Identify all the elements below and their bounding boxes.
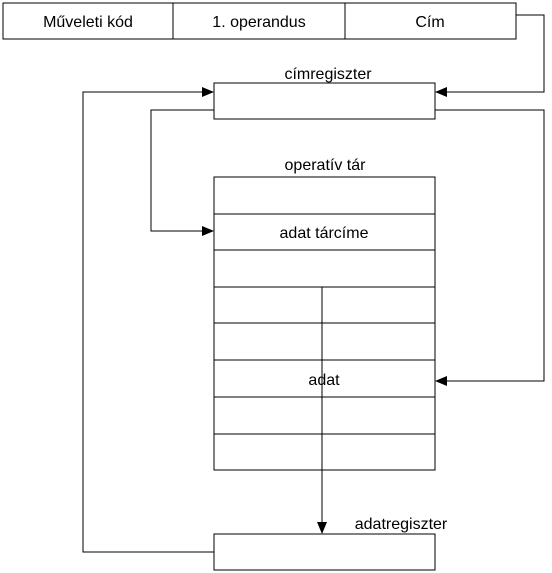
address-field: Cím bbox=[415, 14, 444, 31]
data-register: adatregiszter bbox=[213, 516, 448, 571]
instruction-box bbox=[2, 2, 517, 40]
data-register-box bbox=[213, 533, 436, 571]
memory-cell-data-address: adat tárcíme bbox=[280, 225, 369, 242]
operative-memory: operatív tár adat tárcíme adat bbox=[213, 157, 436, 471]
arrow-data-register-to-address-register bbox=[82, 87, 214, 553]
address-register-label: címregiszter bbox=[284, 66, 372, 83]
arrow-address-register-to-data-cell bbox=[435, 109, 545, 386]
memory-label: operatív tár bbox=[285, 157, 367, 174]
memory-cell-data: adat bbox=[308, 372, 340, 389]
arrow-address-field-to-address-register bbox=[435, 14, 545, 97]
address-register: címregiszter bbox=[213, 66, 436, 120]
data-register-label: adatregiszter bbox=[355, 516, 448, 533]
instruction-format: Műveleti kód 1. operandus Cím bbox=[2, 2, 517, 40]
operand-field: 1. operandus bbox=[212, 14, 305, 31]
address-register-box bbox=[213, 82, 436, 120]
opcode-field: Műveleti kód bbox=[43, 14, 133, 31]
arrow-address-register-to-data-address-cell bbox=[150, 109, 214, 236]
